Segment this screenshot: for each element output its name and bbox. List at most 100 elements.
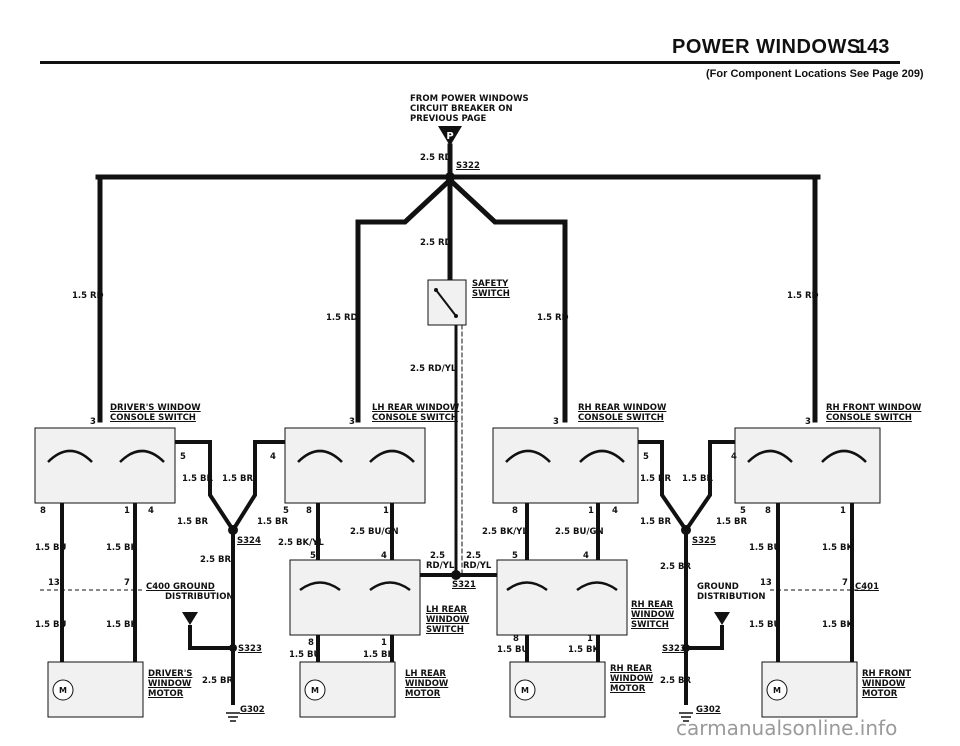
pin-rh-front-4: 4 (731, 452, 737, 462)
pin-rh-rear-window-5: 5 (512, 551, 518, 561)
rh-rear-window-switch-contact (506, 581, 548, 592)
driver-console-switch-label-1: DRIVER'S WINDOW (110, 403, 201, 413)
wire-label-2-5-bk-yl-right: 2.5 BK/YL (482, 527, 528, 537)
wire-rd-yl-right: RD/YL (463, 561, 492, 571)
driver-console-switch-box (34, 427, 176, 504)
wire-label-1-5-br-b: 1.5 BR (222, 474, 254, 484)
driver-motor-label-2: WINDOW (148, 679, 192, 689)
pin-lh-rear-1: 1 (383, 506, 389, 516)
svg-text:M: M (773, 686, 781, 695)
wire-label-2-5-br-right: 2.5 BR (660, 562, 692, 572)
c400-distribution-label: DISTRIBUTION (165, 592, 234, 602)
page-number: 143 (856, 36, 890, 58)
ground-label-g302-left: G302 (240, 705, 265, 715)
lh-rear-switch-contact (297, 449, 343, 463)
safety-switch-label-1: SAFETY (472, 279, 509, 289)
wire-label-1-5-bk-driver-b: 1.5 BK (106, 620, 138, 630)
wire-label-1-5-bk-rh-front-a: 1.5 BK (822, 543, 854, 553)
rh-front-motor-label-3: MOTOR (862, 689, 898, 699)
svg-text:M: M (311, 686, 319, 695)
driver-switch-contact (47, 449, 93, 463)
pin-rh-rear-4: 4 (612, 506, 618, 516)
right-ground-label-2: DISTRIBUTION (697, 592, 766, 602)
rh-rear-window-switch-label-3: SWITCH (631, 620, 669, 630)
wire-label-1-5-br-f: 1.5 BR (682, 474, 714, 484)
wire-rd-yl-left: RD/YL (426, 561, 455, 571)
rh-rear-motor-label-2: WINDOW (610, 674, 654, 684)
splice-label-s322: S322 (456, 161, 480, 171)
wire-label-2-5-bu-gn-right: 2.5 BU/GN (555, 527, 604, 537)
splice-label-s323-right: S323 (662, 644, 686, 654)
wire-label-1-5-br-c: 1.5 BR (177, 517, 209, 527)
driver-console-switch-label-2: CONSOLE SWITCH (110, 413, 196, 423)
rh-front-motor-label-1: RH FRONT (862, 669, 912, 679)
lh-rear-window-switch-label-3: SWITCH (426, 625, 464, 635)
pin-lh-rear-8: 8 (306, 506, 312, 516)
wire-label-2-5-br-left: 2.5 BR (200, 555, 232, 565)
rh-rear-window-switch-label-2: WINDOW (631, 610, 675, 620)
svg-text:P: P (446, 131, 453, 142)
lh-rear-console-switch-box (284, 427, 426, 504)
wire-label-2-5-br-right-ground: 2.5 BR (660, 676, 692, 686)
wire-label-1-5-bk-rh-front-b: 1.5 BK (822, 620, 854, 630)
pin-rh-rear-5: 5 (643, 452, 649, 462)
lh-rear-console-switch-label-2: CONSOLE SWITCH (372, 413, 458, 423)
wire-label-1-5-bk-rh-rear: 1.5 BK (568, 645, 600, 655)
c400-label: C400 GROUND (146, 582, 215, 592)
watermark-text: carmanualsonline.info (676, 716, 898, 740)
pin-driver-5: 5 (180, 452, 186, 462)
splice-s322 (445, 172, 455, 182)
pin-driver-1: 1 (124, 506, 130, 516)
wire-label-1-5-bu-driver-a: 1.5 BU (35, 543, 67, 553)
pin-rh-front-1: 1 (840, 506, 846, 516)
pin-lh-rear-5: 5 (283, 506, 289, 516)
source-note-line-1: FROM POWER WINDOWS (410, 94, 529, 104)
wire-label-2-5-rd-yl: 2.5 RD/YL (410, 364, 457, 374)
driver-ground-wire (175, 440, 235, 532)
wire-label-1-5-br-a: 1.5 BR (182, 474, 214, 484)
wire-label-1-5-br-h: 1.5 BR (716, 517, 748, 527)
rh-front-switch-contact (747, 449, 793, 463)
wire-size-2-5-right: 2.5 (466, 551, 482, 561)
rh-rear-motor-label-1: RH REAR (610, 664, 653, 674)
driver-motor-symbol (52, 679, 74, 701)
driver-motor-label-1: DRIVER'S (148, 669, 193, 679)
lh-rear-feed-wire (355, 176, 454, 423)
pin-lh-rear-3: 3 (349, 417, 355, 427)
right-ground-distribution-wire (686, 625, 724, 650)
pin-driver-8: 8 (40, 506, 46, 516)
wire-label-2-5-bu-gn-left: 2.5 BU/GN (350, 527, 399, 537)
left-ground-distribution-wire (188, 625, 233, 650)
rh-rear-ground-wire (638, 440, 688, 532)
rh-rear-console-switch-label-2: CONSOLE SWITCH (578, 413, 664, 423)
lh-rear-motor-label-2: WINDOW (405, 679, 449, 689)
rh-front-console-switch-box (734, 427, 881, 504)
pin-rh-rear-8: 8 (512, 506, 518, 516)
pin-driver-3: 3 (90, 417, 96, 427)
header-rule (40, 61, 900, 64)
pin-rh-rear-1: 1 (588, 506, 594, 516)
pin-driver-4: 4 (148, 506, 154, 516)
wire-label-1-5-bk-driver-a: 1.5 BK (106, 543, 138, 553)
pin-lh-rear-window-4: 4 (381, 551, 387, 561)
ground-label-g302-right: G302 (696, 705, 721, 715)
rh-rear-window-switch-label-1: RH REAR (631, 600, 674, 610)
wire-label-1-5-bu-lh-rear: 1.5 BU (289, 650, 321, 660)
source-note-line-2: CIRCUIT BREAKER ON (410, 104, 513, 114)
lh-rear-console-switch-label-1: LH REAR WINDOW (372, 403, 460, 413)
page-title: POWER WINDOWS (672, 36, 861, 58)
rh-front-console-switch-label-2: CONSOLE SWITCH (826, 413, 912, 423)
wire-label-1-5-bu-rh-rear: 1.5 BU (497, 645, 529, 655)
pin-lh-rear-4: 4 (270, 452, 276, 462)
rh-rear-console-switch-label-1: RH REAR WINDOW (578, 403, 667, 413)
connector-p-marker: P (438, 126, 462, 146)
pin-rh-rear-3: 3 (553, 417, 559, 427)
lh-rear-motor-symbol (304, 679, 326, 701)
wire-label-1-5-rd-rh-front: 1.5 RD (787, 291, 819, 301)
lh-rear-motor-label-3: MOTOR (405, 689, 441, 699)
rh-rear-motor-symbol (514, 679, 536, 701)
splice-label-s323-left: S323 (238, 644, 262, 654)
wire-label-1-5-rd-lh-rear: 1.5 RD (326, 313, 358, 323)
pin-rh-front-7: 7 (842, 578, 848, 588)
wire-label-1-5-br-d: 1.5 BR (257, 517, 289, 527)
